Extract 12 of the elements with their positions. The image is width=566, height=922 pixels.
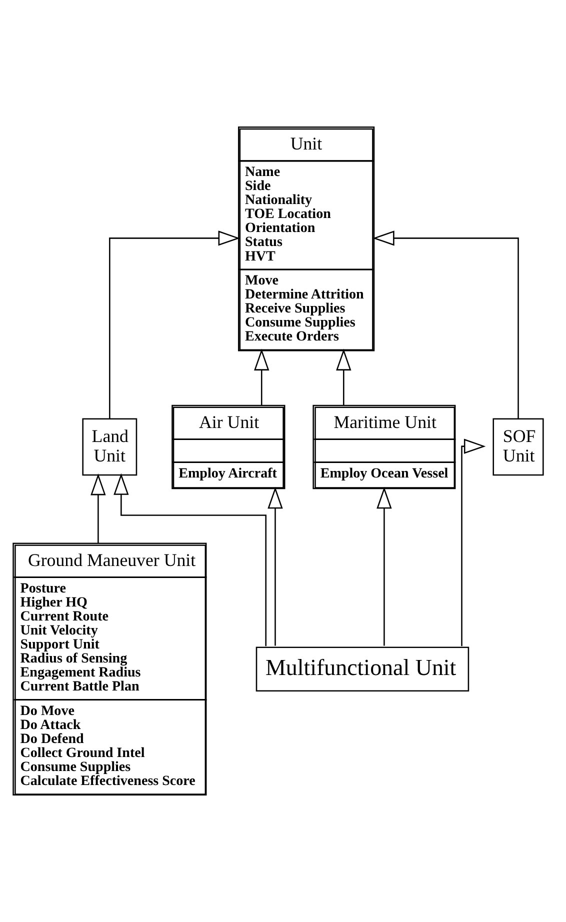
arrow [336,348,352,406]
arrow [268,486,283,646]
arrow [114,473,266,646]
arrow [461,438,486,646]
arrow [376,486,392,646]
arrow [109,230,240,419]
node-box: SOF Unit [492,418,544,476]
arrow [90,473,106,544]
arrow [254,348,270,406]
node-box: Multifunctional Unit [256,646,470,692]
arrow [372,230,519,419]
node-box: Land Unit [82,418,138,476]
